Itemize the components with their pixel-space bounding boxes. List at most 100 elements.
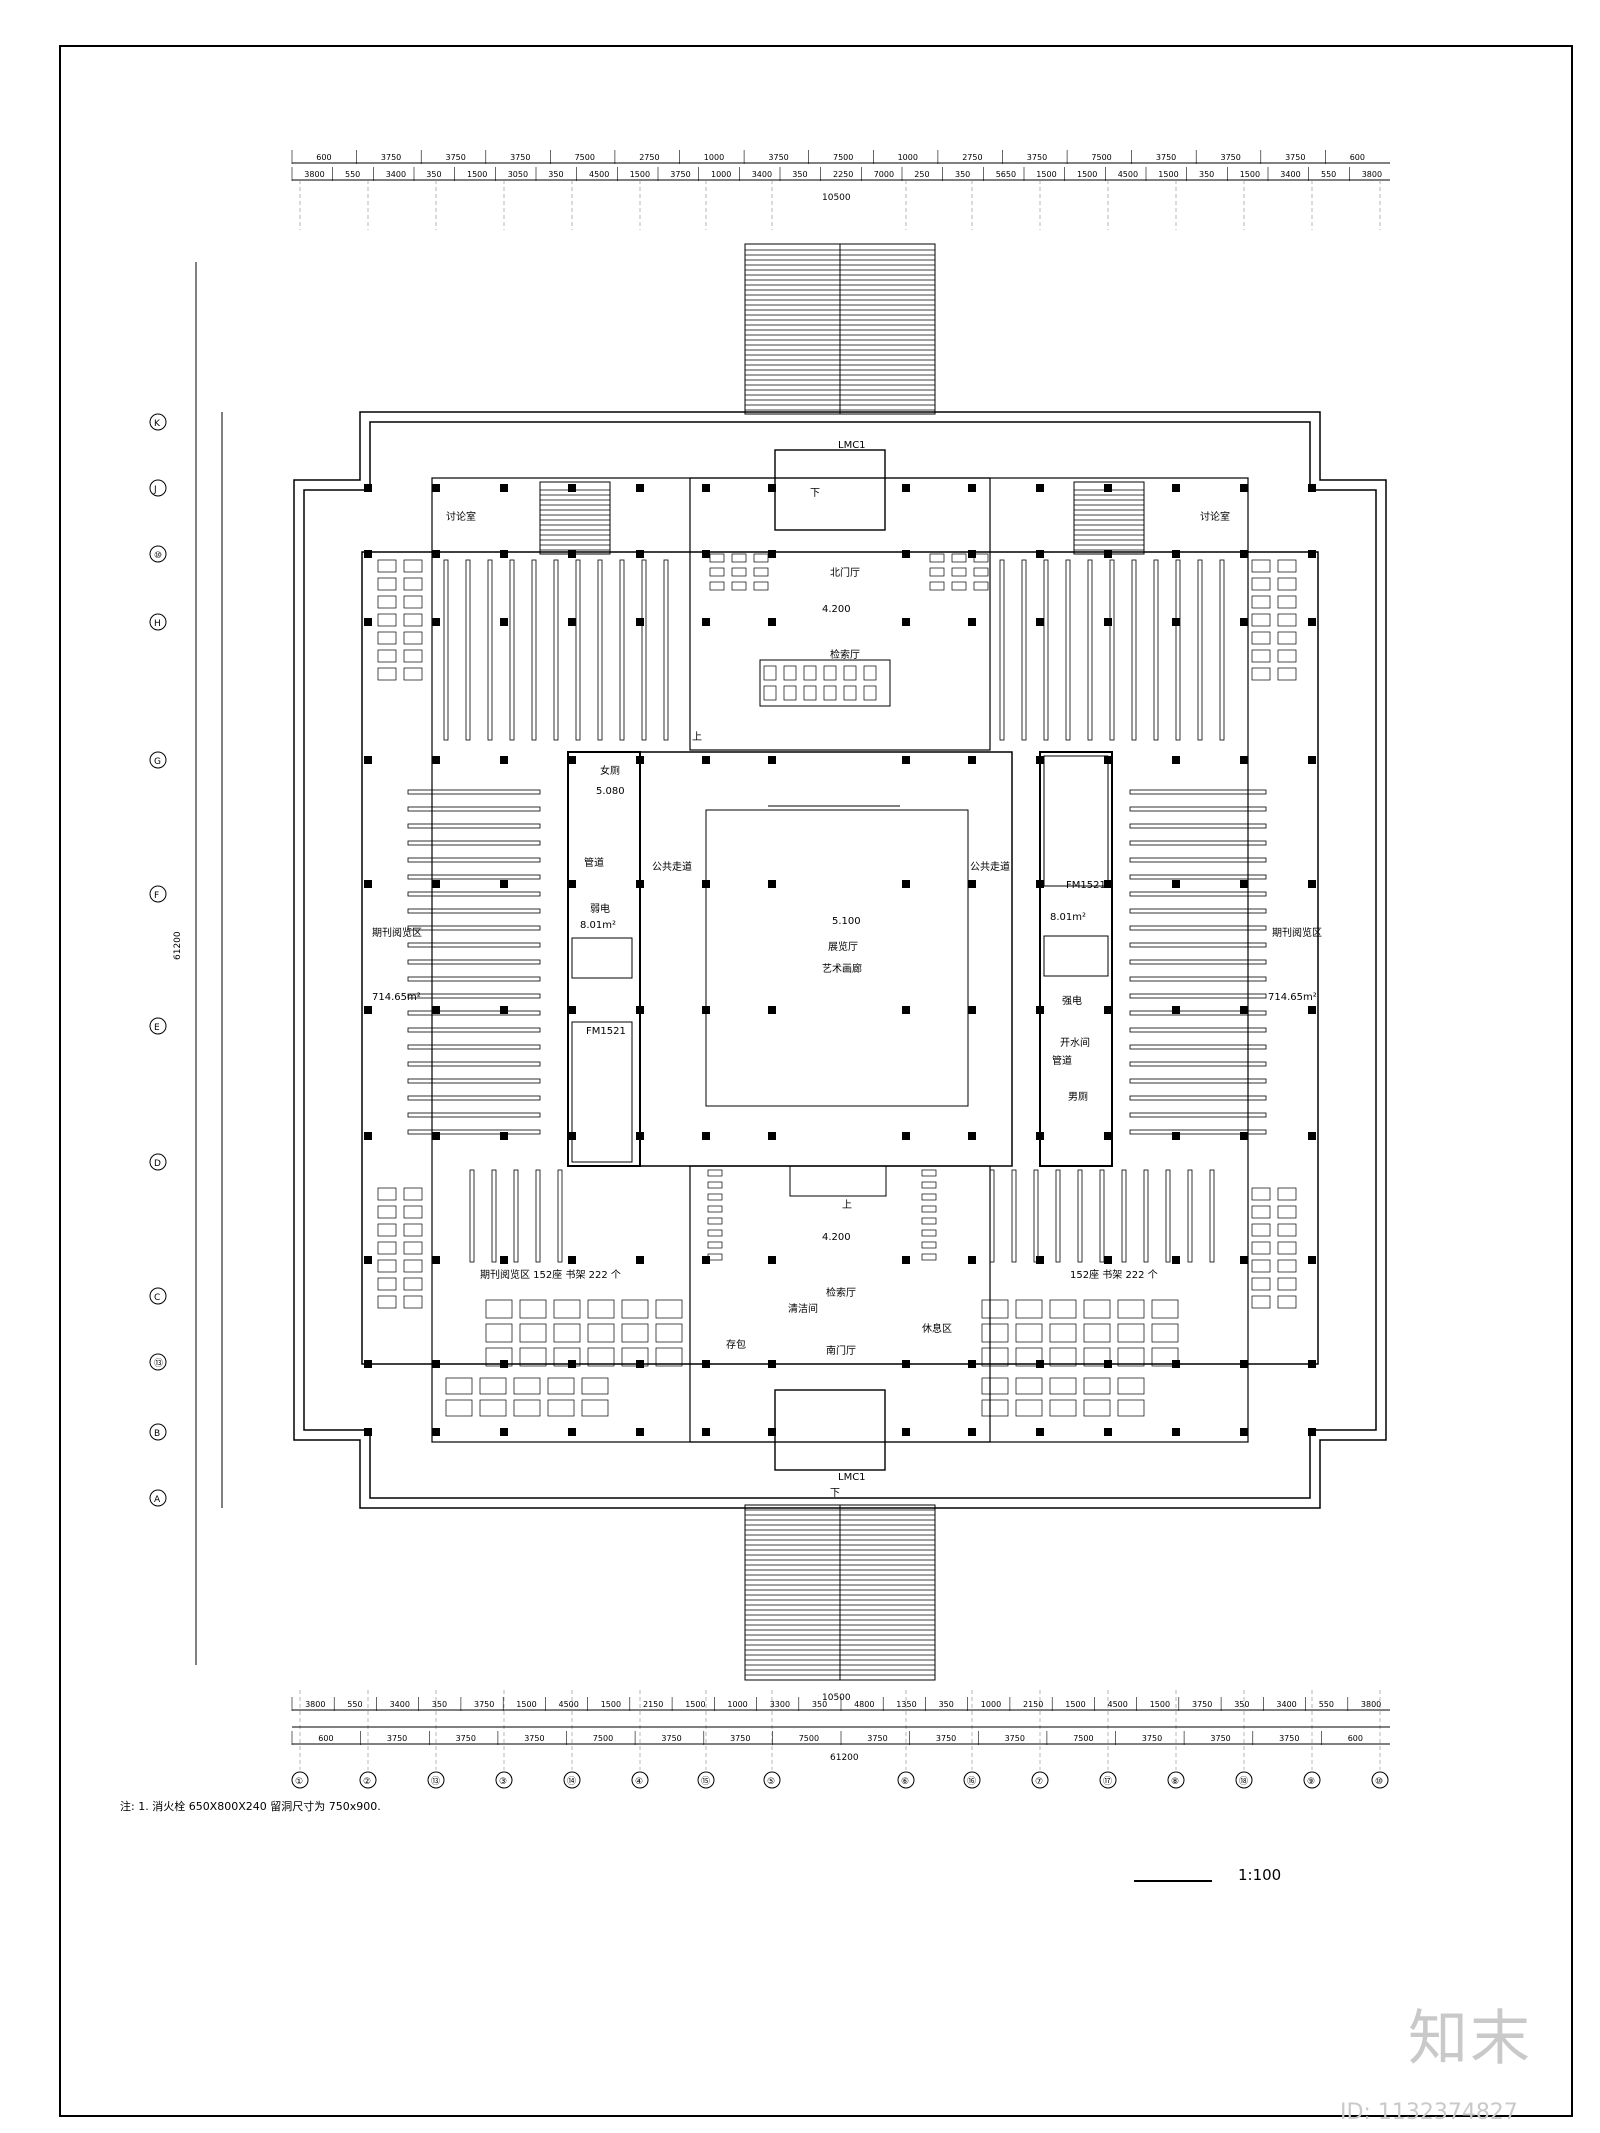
- drawing-frame: [59, 45, 1573, 2117]
- discussion-left-label: 讨论室: [446, 510, 476, 523]
- stair-down-south: 下: [830, 1488, 840, 1499]
- dimension-text: 350: [792, 170, 807, 179]
- dimension-text: 1500: [1240, 170, 1260, 179]
- shaft-right-label: 管道: [1052, 1054, 1072, 1067]
- north-entrance-stair: [744, 243, 936, 415]
- dimension-text: 550: [1321, 170, 1336, 179]
- dimension-text: 250: [914, 170, 929, 179]
- scale-label: 1:100: [1238, 1866, 1282, 1884]
- dimension-text: 3750: [1142, 1734, 1162, 1743]
- dimension-text: 1500: [630, 170, 650, 179]
- dimension-text: 1000: [711, 170, 731, 179]
- dimension-text: 600: [1348, 1734, 1363, 1743]
- stair-down-north: 下: [810, 488, 820, 499]
- tea-room-label: 开水间: [1060, 1036, 1090, 1049]
- area-right-label: 714.65m²: [1268, 992, 1317, 1003]
- dimension-text: 3050: [508, 170, 528, 179]
- south-check-hall-label: 检索厅: [826, 1286, 856, 1299]
- bottom-total-dim: 61200: [830, 1753, 859, 1763]
- axis-label: ④: [635, 1777, 643, 1787]
- south-entrance-block: [689, 1165, 991, 1471]
- axis-label: ③: [499, 1777, 507, 1787]
- rest-area-label: 休息区: [922, 1322, 952, 1335]
- dimension-text: 3750: [867, 1734, 887, 1743]
- dimension-text: 2250: [833, 170, 853, 179]
- left-total-dim: 61200: [173, 931, 183, 960]
- grid-column-lines: [299, 180, 1381, 1770]
- shaft-left-label: 管道: [584, 856, 604, 869]
- dimension-text: 3800: [1361, 1700, 1381, 1709]
- axis-label: ①: [295, 1777, 303, 1787]
- dimension-text: 350: [812, 1700, 827, 1709]
- dimension-text: 3750: [1210, 1734, 1230, 1743]
- dimension-text: 350: [1199, 170, 1214, 179]
- dimension-text: 3800: [1362, 170, 1382, 179]
- atrium: [639, 751, 1013, 1167]
- dimension-text: 3750: [730, 1734, 750, 1743]
- dimension-text: 350: [426, 170, 441, 179]
- storage-label: 存包: [726, 1338, 746, 1351]
- axis-label: ⑤: [767, 1777, 775, 1787]
- north-hall-label: 北门厅: [830, 566, 860, 579]
- dimension-text: 3750: [474, 1700, 494, 1709]
- axis-label: ⑯: [967, 1776, 976, 1787]
- drawing-note: 注: 1. 消火栓 650X800X240 留洞尺寸为 750x900.: [120, 1800, 381, 1813]
- dimension-text: 1500: [1065, 1700, 1085, 1709]
- toilet-male-label: 男厕: [1068, 1091, 1088, 1103]
- dimension-text: 3400: [1280, 170, 1300, 179]
- dimension-text: 5650: [996, 170, 1016, 179]
- dimension-text: 3750: [768, 153, 788, 162]
- dimension-text: 3750: [1279, 1734, 1299, 1743]
- dimension-text: 600: [1350, 153, 1365, 162]
- fire-door-left: FM1521: [586, 1026, 626, 1037]
- atrium-label: 艺术画廊: [822, 962, 862, 975]
- dimension-text: 600: [318, 1734, 333, 1743]
- dimension-text: 3800: [305, 1700, 325, 1709]
- dimension-text: 2150: [1023, 1700, 1043, 1709]
- dimension-text: 3750: [1156, 153, 1176, 162]
- ne-stair: [1073, 481, 1145, 555]
- axis-label: ⑮: [701, 1776, 710, 1787]
- dimension-text: 1000: [981, 1700, 1001, 1709]
- dimension-text: 1500: [1036, 170, 1056, 179]
- dimension-text: 350: [939, 1700, 954, 1709]
- dimension-text: 3400: [390, 1700, 410, 1709]
- dimension-text: 2750: [639, 153, 659, 162]
- dimension-text: 1000: [704, 153, 724, 162]
- axis-label: G: [154, 757, 161, 767]
- dimension-text: 3750: [456, 1734, 476, 1743]
- dimension-text: 1500: [467, 170, 487, 179]
- north-stair-width: 10500: [822, 193, 851, 203]
- dimension-text: 3750: [1005, 1734, 1025, 1743]
- dimension-text: 3750: [510, 153, 530, 162]
- dimension-text: 7500: [1091, 153, 1111, 162]
- dimension-text: 3300: [770, 1700, 790, 1709]
- reading-right-label: 152座 书架 222 个: [1070, 1268, 1158, 1281]
- axis-label: F: [154, 891, 159, 901]
- dimension-text: 7500: [799, 1734, 819, 1743]
- right-service-core: [1039, 751, 1113, 1167]
- axis-label: ②: [363, 1777, 371, 1787]
- nw-stair: [539, 481, 611, 555]
- cleaning-label: 清洁间: [788, 1302, 818, 1315]
- reading-table-groups: [377, 553, 1297, 1417]
- dimension-text: 7000: [874, 170, 894, 179]
- toilet-elevation: 5.080: [596, 786, 625, 797]
- discussion-right-label: 讨论室: [1200, 510, 1230, 523]
- axis-label: J: [153, 485, 157, 495]
- left-service-core: [567, 751, 641, 1167]
- dimension-text: 2150: [643, 1700, 663, 1709]
- south-elevation: 4.200: [822, 1232, 851, 1243]
- corridor-right-label: 公共走道: [970, 860, 1010, 873]
- dimension-text: 3400: [1276, 1700, 1296, 1709]
- dimension-text: 4500: [589, 170, 609, 179]
- north-check-hall-label: 检索厅: [830, 648, 860, 661]
- dimension-text: 3750: [1285, 153, 1305, 162]
- axis-label: ⑩: [154, 551, 162, 561]
- dimension-text: 1500: [516, 1700, 536, 1709]
- dimension-text: 3750: [381, 153, 401, 162]
- structural-columns: [364, 484, 1316, 1436]
- axis-label: D: [154, 1159, 161, 1169]
